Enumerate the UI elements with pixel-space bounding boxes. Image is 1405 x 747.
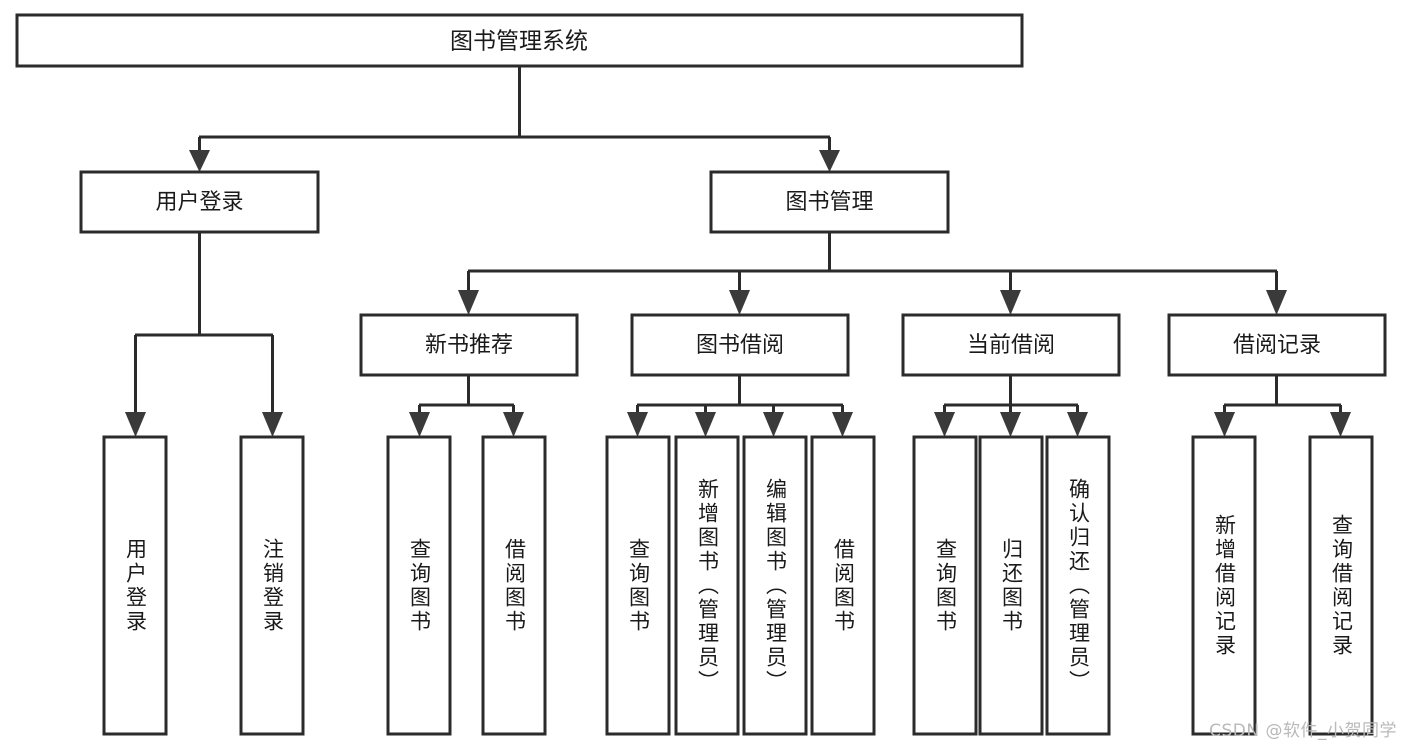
- node-book-borrow-label: 图书借阅: [696, 333, 784, 358]
- connector-group-current-borrow: [934, 375, 1088, 437]
- arrow-book-mgmt-child-1-icon: [729, 290, 750, 315]
- arrow-book-mgmt-child-0-icon: [458, 290, 479, 315]
- leaf-boxes-book-borrow: [605, 435, 876, 736]
- connector-group-borrow-record: [1214, 375, 1351, 437]
- arrow-borrow-record-leaf-1-icon: [1330, 412, 1351, 437]
- arrow-book-borrow-leaf-2-icon: [763, 412, 784, 437]
- node-user-login[interactable]: 用户登录: [79, 170, 320, 234]
- node-root-box[interactable]: [15, 13, 1024, 68]
- arrow-root-to-book-mgmt-icon: [819, 150, 840, 172]
- leaf-box-book-borrow-3[interactable]: [810, 435, 876, 736]
- node-borrow-record[interactable]: 借阅记录: [1167, 313, 1387, 377]
- connector-group-book-mgmt: [458, 232, 1287, 315]
- leaf-box-new-book-1[interactable]: [481, 435, 547, 736]
- node-borrow-record-box[interactable]: [1167, 313, 1387, 377]
- arrow-book-borrow-leaf-1-icon: [695, 412, 716, 437]
- watermark: CSDN @软件_小贺同学: [1209, 721, 1397, 741]
- connector-group-root: [189, 66, 840, 172]
- node-user-login-box[interactable]: [79, 170, 320, 234]
- node-book-borrow[interactable]: 图书借阅: [630, 313, 850, 377]
- node-root-label: 图书管理系统: [450, 29, 588, 55]
- node-book-borrow-box[interactable]: [630, 313, 850, 377]
- leaf-box-user-login-1[interactable]: [239, 435, 305, 736]
- arrow-current-borrow-leaf-0-icon: [934, 412, 955, 437]
- node-book-mgmt[interactable]: 图书管理: [709, 170, 950, 234]
- arrow-root-to-user-login-icon: [189, 150, 210, 172]
- arrow-current-borrow-leaf-2-icon: [1067, 412, 1088, 437]
- connector-group-book-borrow: [627, 375, 853, 437]
- arrow-borrow-record-leaf-0-icon: [1214, 412, 1235, 437]
- arrow-book-mgmt-child-3-icon: [1266, 290, 1287, 315]
- node-book-mgmt-box[interactable]: [709, 170, 950, 234]
- arrow-new-book-leaf-0-icon: [409, 412, 430, 437]
- arrow-user-login-leaf-0-icon: [125, 412, 146, 437]
- node-new-book[interactable]: 新书推荐: [359, 313, 579, 377]
- connector-group-user-login: [125, 232, 283, 437]
- leaf-box-current-borrow-2[interactable]: [1045, 435, 1111, 736]
- node-book-mgmt-label: 图书管理: [785, 190, 873, 215]
- arrow-current-borrow-leaf-1-icon: [1000, 412, 1021, 437]
- node-current-borrow-box[interactable]: [901, 313, 1121, 377]
- leaf-box-current-borrow-0[interactable]: [912, 435, 978, 736]
- leaf-boxes-new-book: [386, 435, 547, 736]
- node-current-borrow[interactable]: 当前借阅: [901, 313, 1121, 377]
- leaf-box-borrow-record-1[interactable]: [1308, 435, 1374, 736]
- leaf-box-book-borrow-1[interactable]: [674, 435, 740, 736]
- leaf-box-user-login-0[interactable]: [102, 435, 168, 736]
- arrow-book-mgmt-child-2-icon: [1000, 290, 1021, 315]
- leaf-boxes-current-borrow: [912, 435, 1111, 736]
- node-borrow-record-label: 借阅记录: [1233, 333, 1321, 358]
- leaf-boxes-borrow-record: [1191, 435, 1374, 736]
- node-current-borrow-label: 当前借阅: [967, 333, 1055, 358]
- arrow-book-borrow-leaf-3-icon: [832, 412, 853, 437]
- leaf-box-borrow-record-0[interactable]: [1191, 435, 1257, 736]
- arrow-user-login-leaf-1-icon: [262, 412, 283, 437]
- leaf-box-book-borrow-2[interactable]: [742, 435, 808, 736]
- leaf-boxes-user-login: [102, 435, 305, 736]
- node-user-login-label: 用户登录: [155, 190, 243, 215]
- arrow-new-book-leaf-1-icon: [503, 412, 524, 437]
- leaf-box-new-book-0[interactable]: [386, 435, 452, 736]
- node-new-book-label: 新书推荐: [425, 333, 513, 358]
- leaf-box-current-borrow-1[interactable]: [978, 435, 1044, 736]
- arrow-book-borrow-leaf-0-icon: [627, 412, 648, 437]
- leaf-box-book-borrow-0[interactable]: [605, 435, 671, 736]
- connector-group-new-book: [409, 375, 524, 437]
- node-new-book-box[interactable]: [359, 313, 579, 377]
- node-root[interactable]: 图书管理系统: [15, 13, 1024, 68]
